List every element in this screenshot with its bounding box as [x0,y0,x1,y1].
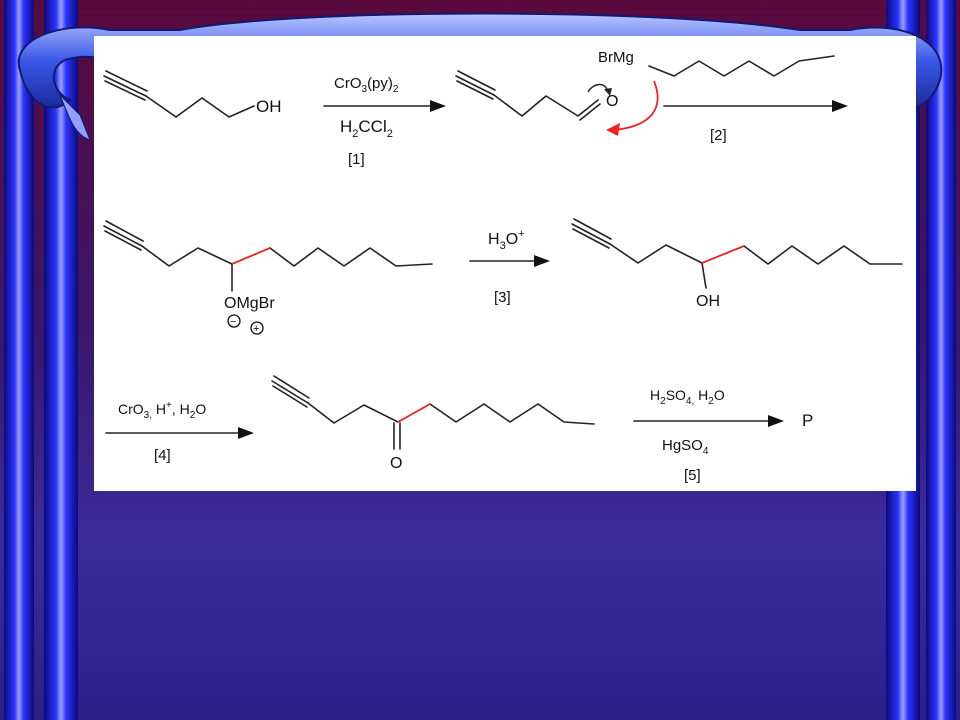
step5-label: [5] [684,467,701,484]
nucleophilic-attack-arrowhead [606,123,620,136]
step4-reagent: CrO3, H+, H2O [118,400,206,421]
pentynol-structure [103,70,255,118]
carbon-chain [145,95,255,118]
step2-label: [2] [710,127,727,144]
ketone-structure [271,375,595,450]
new-bond-highlight-alcohol [701,245,745,264]
start-group-label: OH [256,97,282,116]
arrowhead-2 [832,100,848,112]
ketone-oxygen-label: O [390,455,402,472]
carbonyl-curly-arrowhead [604,88,612,96]
new-bond-highlight-alkoxide [231,247,271,265]
step5-reagent-bottom: HgSO4 [662,437,709,457]
pentynal-structure [455,70,601,121]
negative-charge-label: − [230,316,236,328]
alkoxide-label: OMgBr [224,295,275,312]
step5-reagent-top: H2SO4, H2O [650,387,725,407]
arrowhead-5 [768,415,784,427]
aldehyde-oxygen-label: O [606,93,618,110]
step3-label: [3] [494,289,511,306]
right-pillar-column-outer [926,0,956,720]
step4-label: [4] [154,447,171,464]
ribbon-left-tail [59,94,91,141]
arrowhead-1 [430,100,446,112]
alkyne-bond [103,75,147,97]
new-bond-highlight-ketone [397,403,431,423]
step1-label: [1] [348,151,365,168]
step3-reagent: H3O+ [488,228,525,252]
step1-reagent-top: CrO3(py)2 [334,75,399,95]
positive-charge-circle [250,321,264,335]
nucleophilic-attack-arrow [613,80,659,131]
left-pillar-column-outer [4,0,34,720]
alcohol-structure [571,218,903,289]
arrowhead-4 [238,427,254,439]
reaction-scheme-panel: OH CrO3(py)2 H2CCl2 [1] O BrMg [2] OMgBr… [94,36,916,491]
alcohol-oh-label: OH [696,293,720,310]
positive-charge-label: + [253,323,259,335]
product-label: P [802,411,813,430]
grignard-label: BrMg [598,49,634,66]
arrowheads [238,100,848,439]
carbonyl-curly-arrow [587,83,609,93]
step1-reagent-bottom: H2CCl2 [340,117,393,140]
arrowhead-3 [534,255,550,267]
alkoxide-structure [103,220,433,292]
hexyl-chain [648,55,835,77]
negative-charge-circle [227,314,241,328]
reaction-scheme-diagram: OH CrO3(py)2 H2CCl2 [1] O BrMg [2] OMgBr… [103,49,903,484]
